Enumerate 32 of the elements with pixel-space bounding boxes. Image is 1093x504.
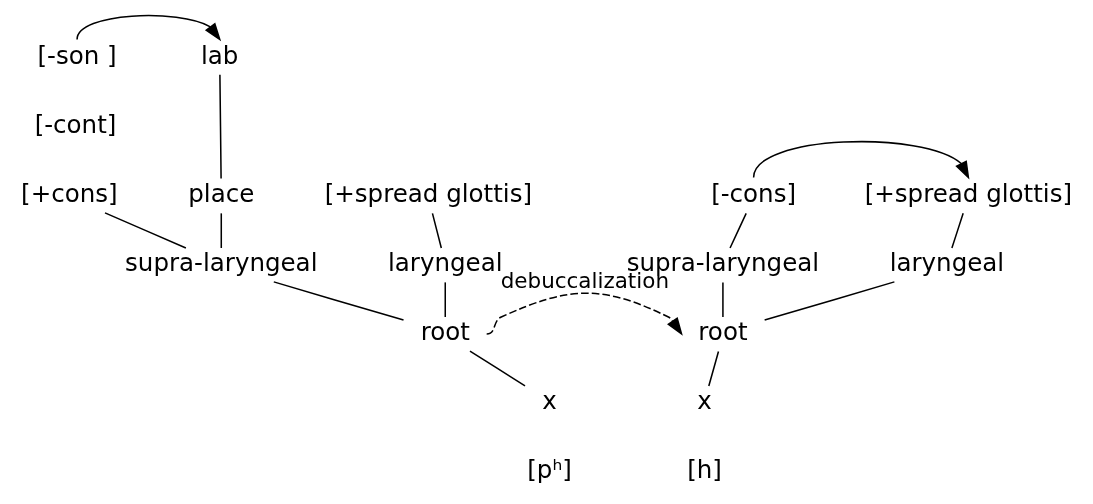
node-text: laryngeal (387, 247, 503, 277)
connector (220, 212, 223, 249)
connector (708, 350, 720, 387)
connector (722, 281, 724, 318)
node-text: x (542, 385, 557, 415)
connector (763, 281, 896, 321)
connector (219, 74, 222, 180)
node-text: x (697, 385, 712, 415)
label: [h] (687, 454, 722, 484)
connector (104, 212, 187, 249)
node-text: [-cons] (711, 178, 797, 208)
arrow (752, 140, 970, 180)
connector (444, 281, 446, 318)
node-text: root (698, 316, 748, 346)
connector (951, 212, 964, 249)
node-text: [+spread glottis] (324, 178, 533, 208)
node-text: [+spread glottis] (864, 178, 1073, 208)
connector (431, 212, 443, 249)
node-text: laryngeal (889, 247, 1005, 277)
node-text: place (188, 178, 255, 208)
arrow (485, 292, 683, 336)
node-text: [+cons] (21, 178, 118, 208)
connector (729, 212, 747, 249)
label: [pʰ] (527, 454, 572, 484)
node-text: root (420, 316, 470, 346)
node-text: supra-laryngeal (125, 247, 318, 277)
node-text: lab (201, 40, 239, 70)
connector (273, 281, 405, 321)
node-text: [-cont] (34, 109, 117, 139)
arrow (76, 14, 222, 42)
connector (469, 350, 526, 387)
node-text: [-son ] (37, 40, 117, 70)
